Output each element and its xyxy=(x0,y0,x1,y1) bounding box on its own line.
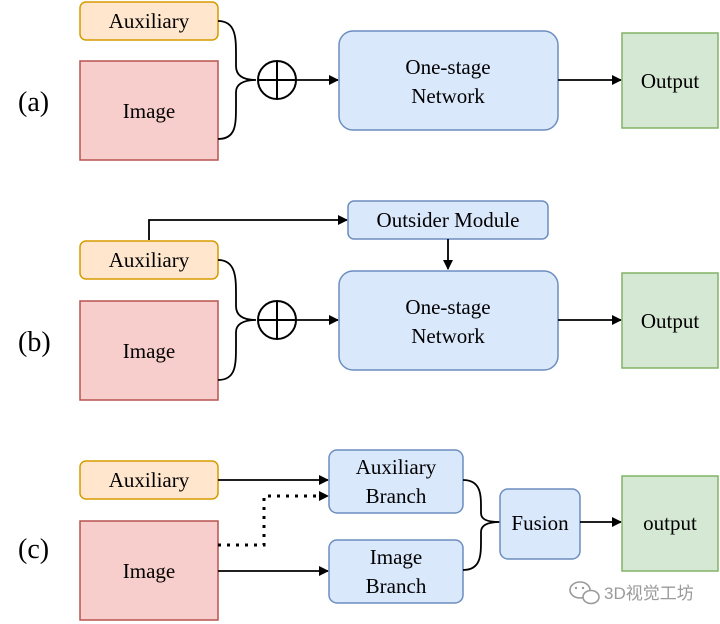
wechat-icon xyxy=(569,581,600,605)
auxiliary-label: Auxiliary xyxy=(109,468,190,492)
fusion-label: Fusion xyxy=(511,511,569,535)
auxiliary-to-outsider-connector xyxy=(148,215,348,240)
sum-operator-icon xyxy=(257,300,297,340)
image-box xyxy=(79,60,219,161)
output-box xyxy=(621,272,719,369)
auxiliary-label: Auxiliary xyxy=(109,248,190,272)
output-label: Output xyxy=(641,309,700,333)
fusion-box xyxy=(499,488,581,560)
watermark: 3D视觉工坊 xyxy=(569,581,694,605)
image-label: Image xyxy=(123,339,175,363)
dotted-arrow-image-to-aux-branch xyxy=(218,491,329,547)
panel-a: (a) Auxiliary Image One-stage Network Ou… xyxy=(18,1,719,161)
sum-operator-icon xyxy=(257,60,297,100)
panel-b-label: (b) xyxy=(18,327,51,358)
network-label-line1: One-stage xyxy=(405,55,490,79)
network-label-line2: Network xyxy=(411,324,485,348)
image-label: Image xyxy=(123,99,175,123)
output-label: output xyxy=(643,511,697,535)
image-branch-label-line1: Image xyxy=(370,545,422,569)
panel-a-label: (a) xyxy=(18,87,49,118)
panel-c-label: (c) xyxy=(18,534,49,565)
auxiliary-branch-label-line1: Auxiliary xyxy=(356,455,437,479)
output-box xyxy=(621,475,719,572)
merge-connector xyxy=(217,259,257,381)
watermark-text: 3D视觉工坊 xyxy=(604,584,694,603)
output-label: Output xyxy=(641,69,700,93)
merge-connector xyxy=(217,20,257,140)
output-box xyxy=(621,32,719,129)
outsider-module-label: Outsider Module xyxy=(377,208,520,232)
network-box xyxy=(338,270,559,371)
network-label-line1: One-stage xyxy=(405,295,490,319)
auxiliary-label: Auxiliary xyxy=(109,9,190,33)
panel-b: (b) Outsider Module Auxiliary Image One-… xyxy=(18,200,719,401)
panel-c: (c) Auxiliary Image Auxiliary Branch Ima… xyxy=(18,449,719,621)
image-branch-box xyxy=(328,539,464,604)
image-label: Image xyxy=(123,559,175,583)
image-box xyxy=(79,520,219,621)
fusion-connector xyxy=(462,479,501,571)
image-box xyxy=(79,300,219,401)
auxiliary-branch-box xyxy=(328,449,464,514)
network-box xyxy=(338,30,559,131)
image-branch-label-line2: Branch xyxy=(366,574,427,598)
auxiliary-branch-label-line2: Branch xyxy=(366,484,427,508)
network-label-line2: Network xyxy=(411,84,485,108)
